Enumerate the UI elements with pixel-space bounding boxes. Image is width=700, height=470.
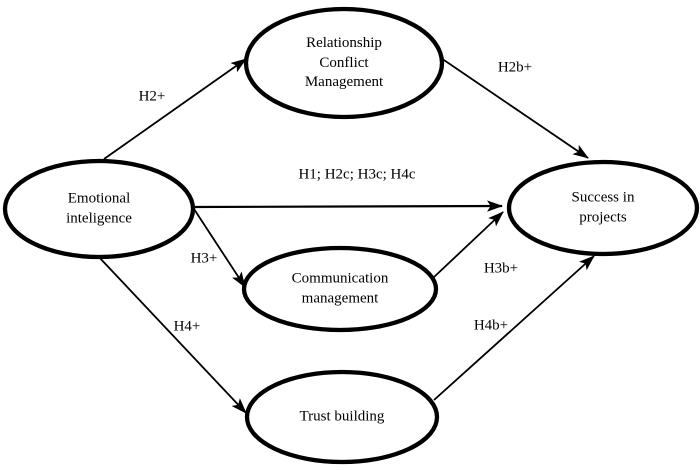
edge-label-h1: H1; H2c; H3c; H4c [298,166,416,183]
node-label-trust-building: Trust building [299,408,385,425]
node-ellipse-communication-management [241,245,439,333]
node-label-emotional-intelligence: Emotional inteligence [66,190,132,227]
edge-h4b-arrow [433,255,595,401]
node-label-communication-management: Communication management [291,270,389,307]
edge-h2-arrow [103,58,247,160]
edge-h2b-arrow [437,55,589,159]
edge-label-h3: H3+ [190,250,218,267]
edge-label-h2b: H2b+ [497,59,533,76]
edge-h3b-arrow [432,211,504,279]
edge-h4-arrow [96,254,247,414]
edge-h1-arrow [192,200,503,212]
node-label-relationship-conflict-management: Relationship Conflict Management [304,34,384,90]
edge-label-h2: H2+ [138,88,166,105]
node-label-success-in-projects: Success in projects [571,189,635,226]
node-ellipse-emotional-intelligence [2,158,196,260]
node-ellipse-relationship-conflict-management [243,6,445,120]
node-ellipse-success-in-projects [506,159,700,257]
edge-label-h4b: H4b+ [473,317,509,334]
edge-h3-arrow [193,208,246,288]
edge-label-h3b: H3b+ [483,260,519,277]
edge-label-h4: H4+ [173,318,201,335]
node-ellipse-trust-building [244,369,440,465]
